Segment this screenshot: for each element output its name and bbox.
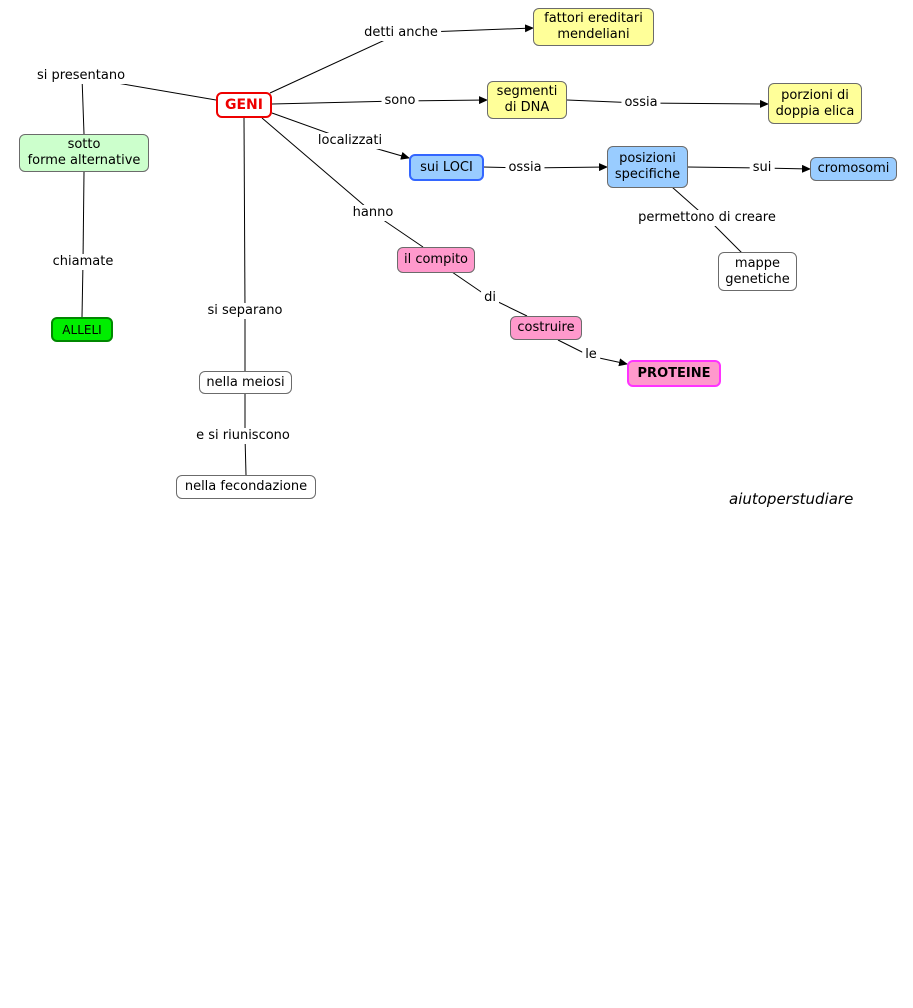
concept-cromosomi[interactable]: cromosomi: [810, 157, 897, 181]
link-label-si-presentano: si presentano: [33, 68, 129, 84]
concept-porzioni-doppia-elica[interactable]: porzioni di doppia elica: [768, 83, 862, 124]
concept-posizioni-specifiche[interactable]: posizioni specifiche: [607, 146, 688, 188]
concept-costruire[interactable]: costruire: [510, 316, 582, 340]
link-geni-detti-anche: [269, 32, 401, 94]
link-geni-si-separano: [243, 117, 246, 312]
concept-segmenti-dna[interactable]: segmenti di DNA: [487, 81, 567, 119]
link-geni-hanno: [261, 117, 374, 214]
concept-proteine[interactable]: PROTEINE: [627, 360, 721, 387]
link-label-ossia-loci: ossia: [505, 160, 545, 176]
link-sotto-chiamate: [82, 171, 85, 263]
link-label-di: di: [481, 290, 499, 306]
link-si-presentano-sotto: [81, 76, 85, 135]
link-label-localizzati: localizzati: [314, 133, 386, 149]
concept-geni[interactable]: GENI: [216, 92, 272, 118]
link-label-e-si-riuniscono: e si riuniscono: [193, 428, 293, 444]
concept-nella-fecondazione[interactable]: nella fecondazione: [176, 475, 316, 499]
link-label-chiamate: chiamate: [49, 254, 117, 270]
link-ossia-porzioni: [639, 99, 769, 108]
concept-il-compito[interactable]: il compito: [397, 247, 475, 273]
link-geni-sono: [271, 100, 401, 105]
link-label-le: le: [582, 347, 600, 363]
link-posizioni-sui: [686, 166, 763, 169]
link-label-detti-anche: detti anche: [361, 25, 441, 41]
concept-nella-meiosi[interactable]: nella meiosi: [199, 371, 292, 394]
link-label-si-separano: si separano: [204, 303, 286, 319]
link-chiamate-alleli: [81, 261, 84, 318]
concept-loci[interactable]: sui LOCI: [409, 154, 484, 181]
link-label-permettono: permettono di creare: [635, 210, 779, 226]
concept-fattori-ereditari[interactable]: fattori ereditari mendeliani: [533, 8, 654, 46]
watermark-text: aiutoperstudiare: [729, 490, 854, 508]
concept-alleli[interactable]: ALLELI: [51, 317, 113, 342]
link-label-sui: sui: [749, 160, 775, 176]
concept-forme-alternative[interactable]: sotto forme alternative: [19, 134, 149, 172]
link-label-sono: sono: [381, 93, 419, 109]
link-label-hanno: hanno: [349, 205, 397, 221]
link-label-ossia-dna: ossia: [621, 95, 661, 111]
concept-mappe-genetiche[interactable]: mappe genetiche: [718, 252, 797, 291]
